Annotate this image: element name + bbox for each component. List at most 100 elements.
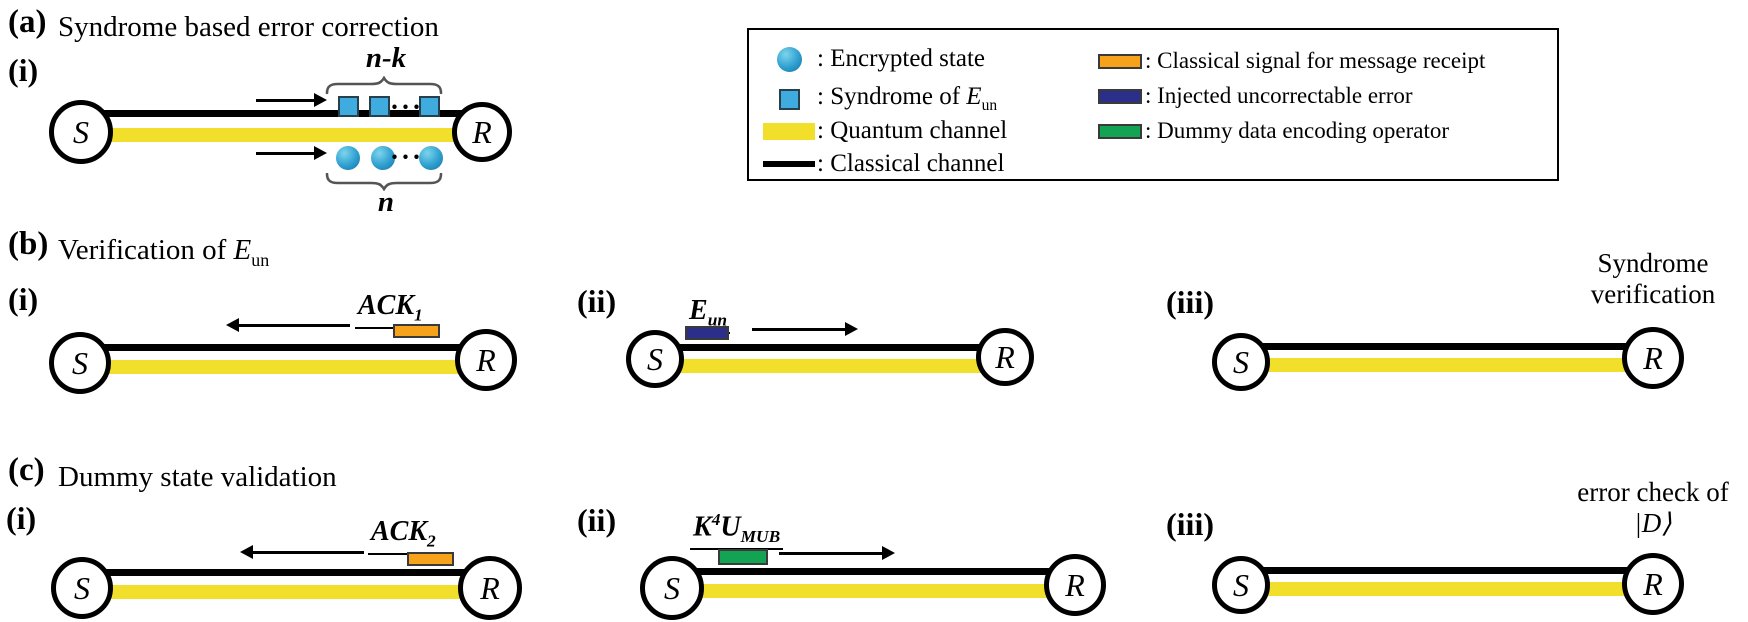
node-receiver: R: [455, 329, 517, 391]
panel-b-i-label: (i): [8, 281, 39, 317]
right-arrow-icon: [256, 93, 327, 107]
quantum-channel-line: [672, 584, 1075, 598]
right-arrow-icon: [256, 146, 327, 160]
dummy-operator-bar-icon: [718, 549, 768, 565]
node-receiver-label: R: [1643, 339, 1663, 376]
classical-channel-line: [655, 344, 1005, 351]
classical-channel-line: [80, 110, 484, 117]
node-receiver: R: [1044, 554, 1106, 616]
legend-row-message-receipt: : Classical signal for message receipt: [1095, 46, 1485, 76]
n-label: n: [377, 186, 395, 218]
underbrace-icon: [325, 173, 443, 191]
legend-label: : Syndrome of Eun: [817, 83, 998, 114]
note-line-2: verification: [1590, 279, 1716, 309]
classical-channel-line: [1241, 343, 1653, 350]
node-receiver: R: [452, 102, 512, 162]
node-receiver-label: R: [480, 569, 500, 606]
node-sender: S: [49, 100, 113, 164]
quantum-channel-line: [82, 585, 490, 599]
section-b-title: Verification of Eun: [58, 234, 270, 270]
encrypted-state-icon: [761, 46, 817, 72]
node-receiver-label: R: [472, 113, 492, 150]
legend-row-injected-error: : Injected uncorrectable error: [1095, 81, 1413, 111]
panel-b-iii-label: (iii): [1166, 284, 1214, 320]
syndrome-square-icon: [369, 96, 390, 117]
node-sender-label: S: [1233, 566, 1249, 603]
encrypted-state-icon: [371, 146, 395, 170]
legend-row-encrypted-state: : Encrypted state: [761, 44, 985, 74]
ack2-label: ACK2: [368, 516, 439, 555]
node-sender: S: [626, 330, 684, 388]
node-receiver-label: R: [476, 341, 496, 378]
classical-channel-line: [672, 568, 1075, 575]
classical-channel-line: [82, 569, 490, 576]
legend-box: : Encrypted state : Syndrome of Eun : Qu…: [747, 28, 1559, 181]
legend-row-classical-channel: : Classical channel: [761, 149, 1004, 179]
right-arrow-icon: [779, 546, 895, 560]
classical-channel-line: [80, 344, 486, 351]
node-sender: S: [1212, 556, 1270, 614]
node-sender: S: [49, 332, 111, 394]
quantum-channel-line: [1241, 358, 1653, 372]
section-a-label: (a): [8, 4, 47, 40]
node-receiver: R: [1622, 327, 1684, 389]
node-receiver-label: R: [1643, 565, 1663, 602]
node-sender: S: [51, 557, 113, 619]
syndrome-square-icon: [338, 96, 359, 117]
message-receipt-bar-icon: [393, 324, 440, 338]
legend-label: : Dummy data encoding operator: [1145, 118, 1450, 143]
panel-c-ii-label: (ii): [577, 502, 617, 538]
classical-channel-line: [1241, 567, 1653, 574]
panel-c-iii-label: (iii): [1166, 506, 1214, 542]
section-b-label: (b): [8, 226, 49, 262]
node-sender: S: [1212, 333, 1270, 391]
right-arrow-icon: [752, 322, 858, 336]
node-receiver-label: R: [1065, 566, 1085, 603]
node-receiver-label: R: [995, 338, 1015, 375]
legend-label: : Classical signal for message receipt: [1145, 48, 1486, 73]
left-arrow-icon: [240, 545, 364, 559]
quantum-channel-line: [1241, 582, 1653, 596]
injected-error-bar-icon: [1095, 88, 1145, 104]
syndrome-square-icon: [419, 96, 440, 117]
n-minus-k-label: n-k: [365, 42, 407, 74]
node-receiver: R: [976, 328, 1034, 386]
node-sender-label: S: [73, 113, 89, 150]
legend-row-dummy-operator: : Dummy data encoding operator: [1095, 116, 1449, 146]
panel-b-ii-label: (ii): [577, 283, 617, 319]
error-check-note: error check of |D⟩: [1548, 477, 1748, 539]
message-receipt-bar-icon: [407, 552, 454, 566]
node-receiver: R: [1622, 553, 1684, 615]
quantum-channel-icon: [761, 122, 817, 140]
syndrome-square-icon: [761, 88, 817, 110]
legend-label: : Classical channel: [817, 150, 1005, 177]
node-sender-label: S: [647, 340, 663, 377]
classical-channel-icon: [761, 161, 817, 167]
node-receiver: R: [458, 556, 522, 620]
note-line-1: error check of: [1577, 477, 1729, 507]
legend-row-quantum-channel: : Quantum channel: [761, 116, 1007, 146]
node-sender-label: S: [74, 569, 90, 606]
section-c-label: (c): [8, 452, 45, 488]
node-sender-label: S: [72, 344, 88, 381]
quantum-channel-line: [655, 359, 1005, 373]
node-sender-label: S: [664, 569, 680, 606]
k4-umub-label: K4UMUB: [690, 510, 784, 550]
message-receipt-bar-icon: [1095, 53, 1145, 69]
encrypted-state-icon: [419, 146, 443, 170]
node-sender: S: [640, 556, 704, 620]
ellipsis-dots: ···: [390, 142, 424, 172]
panel-c-i-label: (i): [6, 500, 37, 536]
ellipsis-dots: ···: [390, 92, 424, 122]
left-arrow-icon: [226, 318, 350, 332]
node-sender-label: S: [1233, 343, 1249, 380]
legend-label: : Injected uncorrectable error: [1145, 83, 1413, 108]
legend-row-syndrome: : Syndrome of Eun: [761, 83, 998, 114]
injected-error-bar-icon: [685, 326, 729, 340]
ack1-label: ACK1: [355, 290, 426, 329]
section-a-title: Syndrome based error correction: [58, 11, 439, 43]
note-line-1: Syndrome: [1597, 248, 1709, 278]
encrypted-state-icon: [336, 146, 360, 170]
legend-label: : Quantum channel: [817, 117, 1008, 144]
